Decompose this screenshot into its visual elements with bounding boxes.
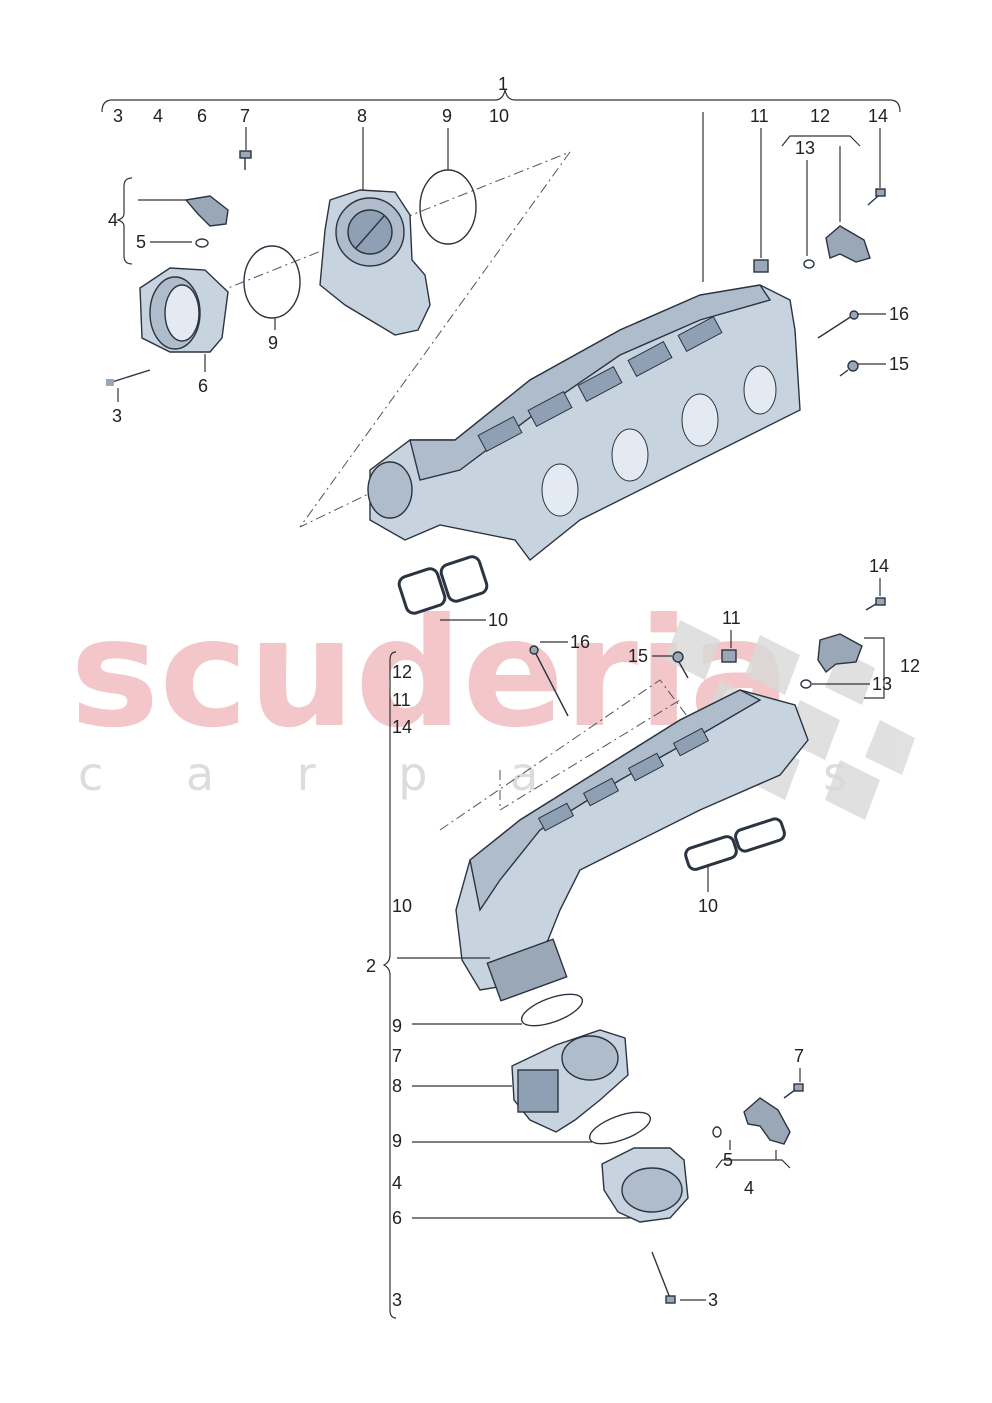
sensor-12-icon (825, 225, 871, 263)
label-top-12: 12 (810, 106, 830, 126)
brace-top-4 (116, 177, 133, 265)
label-bot-12: 12 (900, 656, 920, 676)
oring-13-icon (803, 259, 815, 269)
list-14: 14 (392, 717, 412, 737)
label-bot-7: 7 (794, 1046, 804, 1066)
gasket-10-bottom-icon (684, 817, 786, 871)
label-top-8: 8 (357, 106, 367, 126)
nut-11-bottom-icon (721, 649, 737, 663)
connector-6-bottom-icon (601, 1147, 689, 1223)
list-9b: 9 (392, 1131, 402, 1151)
label-top-9a: 9 (442, 106, 452, 126)
sensor-4-icon (184, 195, 229, 227)
list-12: 12 (392, 662, 412, 682)
screw-3-top-icon (106, 369, 151, 386)
label-top-3: 3 (113, 106, 123, 126)
brace-top-12 (781, 135, 861, 147)
intake-manifold-top-icon (367, 284, 801, 561)
screw-14-bottom-icon (865, 597, 886, 611)
screw-15-top-icon (839, 360, 859, 377)
oring-13-bottom-icon (800, 679, 812, 689)
label-top-4b: 4 (108, 210, 118, 230)
label-1: 1 (498, 74, 508, 94)
nut-11-icon (753, 259, 769, 273)
label-top-10: 10 (489, 106, 509, 126)
screw-15-bottom-icon (672, 651, 689, 679)
label-bot-4: 4 (744, 1178, 754, 1198)
list-10: 10 (392, 896, 412, 916)
label-top-15: 15 (889, 354, 909, 374)
gasket-9d-icon (588, 1111, 652, 1145)
label-top-13: 13 (795, 138, 815, 158)
sensor-12-bottom-icon (817, 633, 863, 674)
list-8: 8 (392, 1076, 402, 1096)
label-bot-3: 3 (708, 1290, 718, 1310)
list-11: 11 (392, 690, 411, 710)
list-4: 4 (392, 1173, 402, 1193)
brace-top (101, 89, 901, 113)
label-bot-11: 11 (722, 608, 741, 628)
oring-5-bottom-icon (712, 1126, 722, 1138)
label-bot-15: 15 (628, 646, 648, 666)
label-bot-14: 14 (869, 556, 889, 576)
connector-6-icon (139, 267, 229, 353)
gasket-10-top-icon (397, 555, 489, 615)
guide-bottom-a (439, 679, 691, 831)
screw-7-icon (239, 150, 252, 170)
screw-3-bottom-icon (651, 1251, 676, 1304)
brace-bottom-4 (715, 1159, 791, 1169)
gasket-9b-icon (243, 245, 301, 319)
label-top-6: 6 (197, 106, 207, 126)
label-top-5: 5 (136, 232, 146, 252)
label-top-6b: 6 (198, 376, 208, 396)
label-bot-10: 10 (698, 896, 718, 916)
list-2: 2 (366, 956, 376, 976)
bolt-16-top-icon (817, 310, 859, 339)
brace-bottom-12 (864, 637, 885, 699)
gasket-9c-icon (520, 993, 584, 1027)
label-top-11: 11 (750, 106, 769, 126)
gasket-9a-icon (419, 169, 477, 245)
label-top-3b: 3 (112, 406, 122, 426)
oring-5-icon (195, 238, 209, 248)
list-7: 7 (392, 1046, 402, 1066)
list-9a: 9 (392, 1016, 402, 1036)
label-mid-10: 10 (488, 610, 508, 630)
label-bot-16: 16 (570, 632, 590, 652)
label-top-4: 4 (153, 106, 163, 126)
bolt-16-bottom-icon (529, 645, 569, 717)
sensor-4-bottom-icon (743, 1097, 791, 1145)
label-top-7: 7 (240, 106, 250, 126)
screw-7-bottom-icon (783, 1083, 804, 1099)
throttle-body-8-bottom-icon (511, 1029, 629, 1133)
label-bot-13: 13 (872, 674, 892, 694)
list-3: 3 (392, 1290, 402, 1310)
list-6: 6 (392, 1208, 402, 1228)
intake-manifold-bottom-icon (455, 689, 809, 1002)
label-top-16: 16 (889, 304, 909, 324)
throttle-body-8-icon (319, 189, 431, 336)
brace-bottom-list (382, 651, 397, 1319)
label-top-9b: 9 (268, 333, 278, 353)
screw-14-top-icon (867, 188, 886, 206)
label-top-14: 14 (868, 106, 888, 126)
